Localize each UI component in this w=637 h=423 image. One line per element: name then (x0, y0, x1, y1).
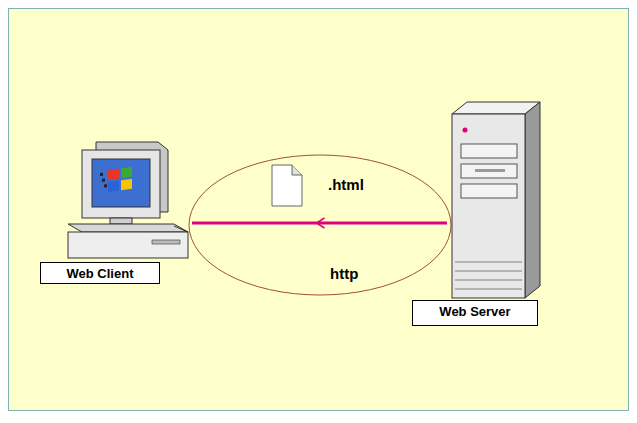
server-tower: Web Server (447, 100, 542, 328)
server-tower-drawing (447, 100, 542, 328)
client-computer: Web Client (62, 140, 192, 290)
node-label: Web Server (412, 300, 538, 326)
node-label: Web Client (40, 262, 160, 284)
file-type: .html (328, 176, 364, 193)
document-icon (272, 165, 302, 206)
session-ellipse (189, 155, 451, 295)
protocol-label: http (330, 265, 358, 282)
http-connection (192, 222, 447, 225)
panel (9, 9, 629, 411)
computer-icon (68, 142, 188, 258)
server-icon (452, 102, 540, 298)
